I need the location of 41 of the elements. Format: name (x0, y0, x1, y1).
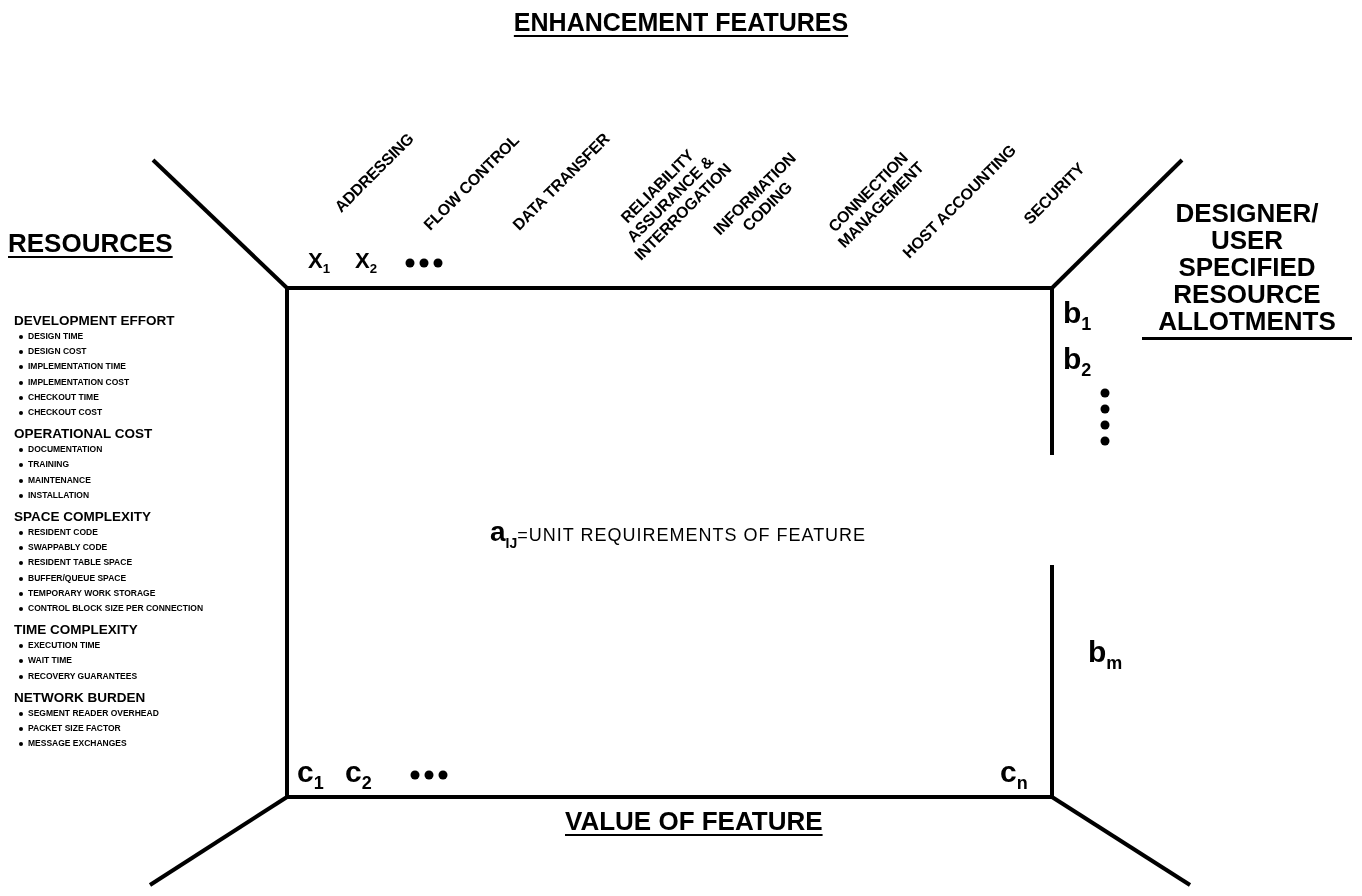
section-heading: RESOURCES (8, 228, 173, 259)
variable-label: b$_{2}$ (1063, 344, 1092, 379)
resource-category: SPACE COMPLEXITY (14, 509, 153, 526)
resource-item: MESSAGE EXCHANGES (14, 736, 204, 752)
resource-item: DESIGN COST (14, 344, 204, 360)
variable-label: X$_{1}$ (308, 250, 331, 276)
resource-item: MAINTENANCE (14, 472, 204, 488)
resource-item: INSTALLATION (14, 487, 204, 504)
resource-item: RESIDENT TABLE SPACE (14, 555, 204, 571)
diagram-title: ENHANCEMENT FEATURES (513, 8, 849, 36)
resource-item: RECOVERY GUARANTEES (14, 668, 204, 684)
resource-item: BUFFER/QUEUE SPACE (14, 570, 204, 586)
variable-label: c$_{2}$ (345, 757, 372, 792)
resource-item: DOCUMENTATION (14, 442, 204, 458)
section-heading: DESIGNER/ USER SPECIFIED RESOURCE ALLOTMENTS (1142, 200, 1352, 340)
resource-category: DEVELOPMENT EFFORT (14, 313, 176, 329)
resource-item: CHECKOUT TIME (14, 389, 204, 405)
resource-item: SWAPPABLY CODE (14, 540, 204, 556)
resource-item: WAIT TIME (14, 653, 204, 669)
resource-item: PACKET SIZE FACTOR (14, 721, 204, 737)
resource-item: SEGMENT READER OVERHEAD (14, 705, 204, 722)
variable-label: X$_{2}$ (355, 250, 378, 276)
resource-item: CHECKOUT COST (14, 405, 204, 421)
variable-label: c$_{n}$ (1000, 757, 1028, 792)
variable-label: b$_{1}$ (1063, 298, 1092, 333)
resource-item: IMPLEMENTATION TIME (14, 359, 204, 375)
resource-item: RESIDENT CODE (14, 525, 204, 541)
resource-item: TRAINING (14, 457, 204, 473)
resource-category: NETWORK BURDEN (14, 689, 147, 706)
resource-item: CONTROL BLOCK SIZE PER CONNECTION (14, 601, 204, 617)
variable-label: c$_{1}$ (297, 757, 324, 792)
matrix-text: a$_{IJ}$=UNIT REQUIREMENTS OF FEATURE (490, 516, 867, 551)
resource-item: DESIGN TIME (14, 329, 204, 345)
resource-item: TEMPORARY WORK STORAGE (14, 585, 204, 602)
matrix-box (287, 288, 1052, 797)
resource-category: OPERATIONAL COST (14, 426, 154, 443)
variable-label: b$_{m}$ (1088, 637, 1123, 672)
resource-item: IMPLEMENTATION COST (14, 374, 204, 390)
resource-category: TIME COMPLEXITY (14, 622, 139, 639)
resource-item: EXECUTION TIME (14, 638, 204, 654)
section-heading: VALUE OF FEATURE (565, 806, 823, 837)
